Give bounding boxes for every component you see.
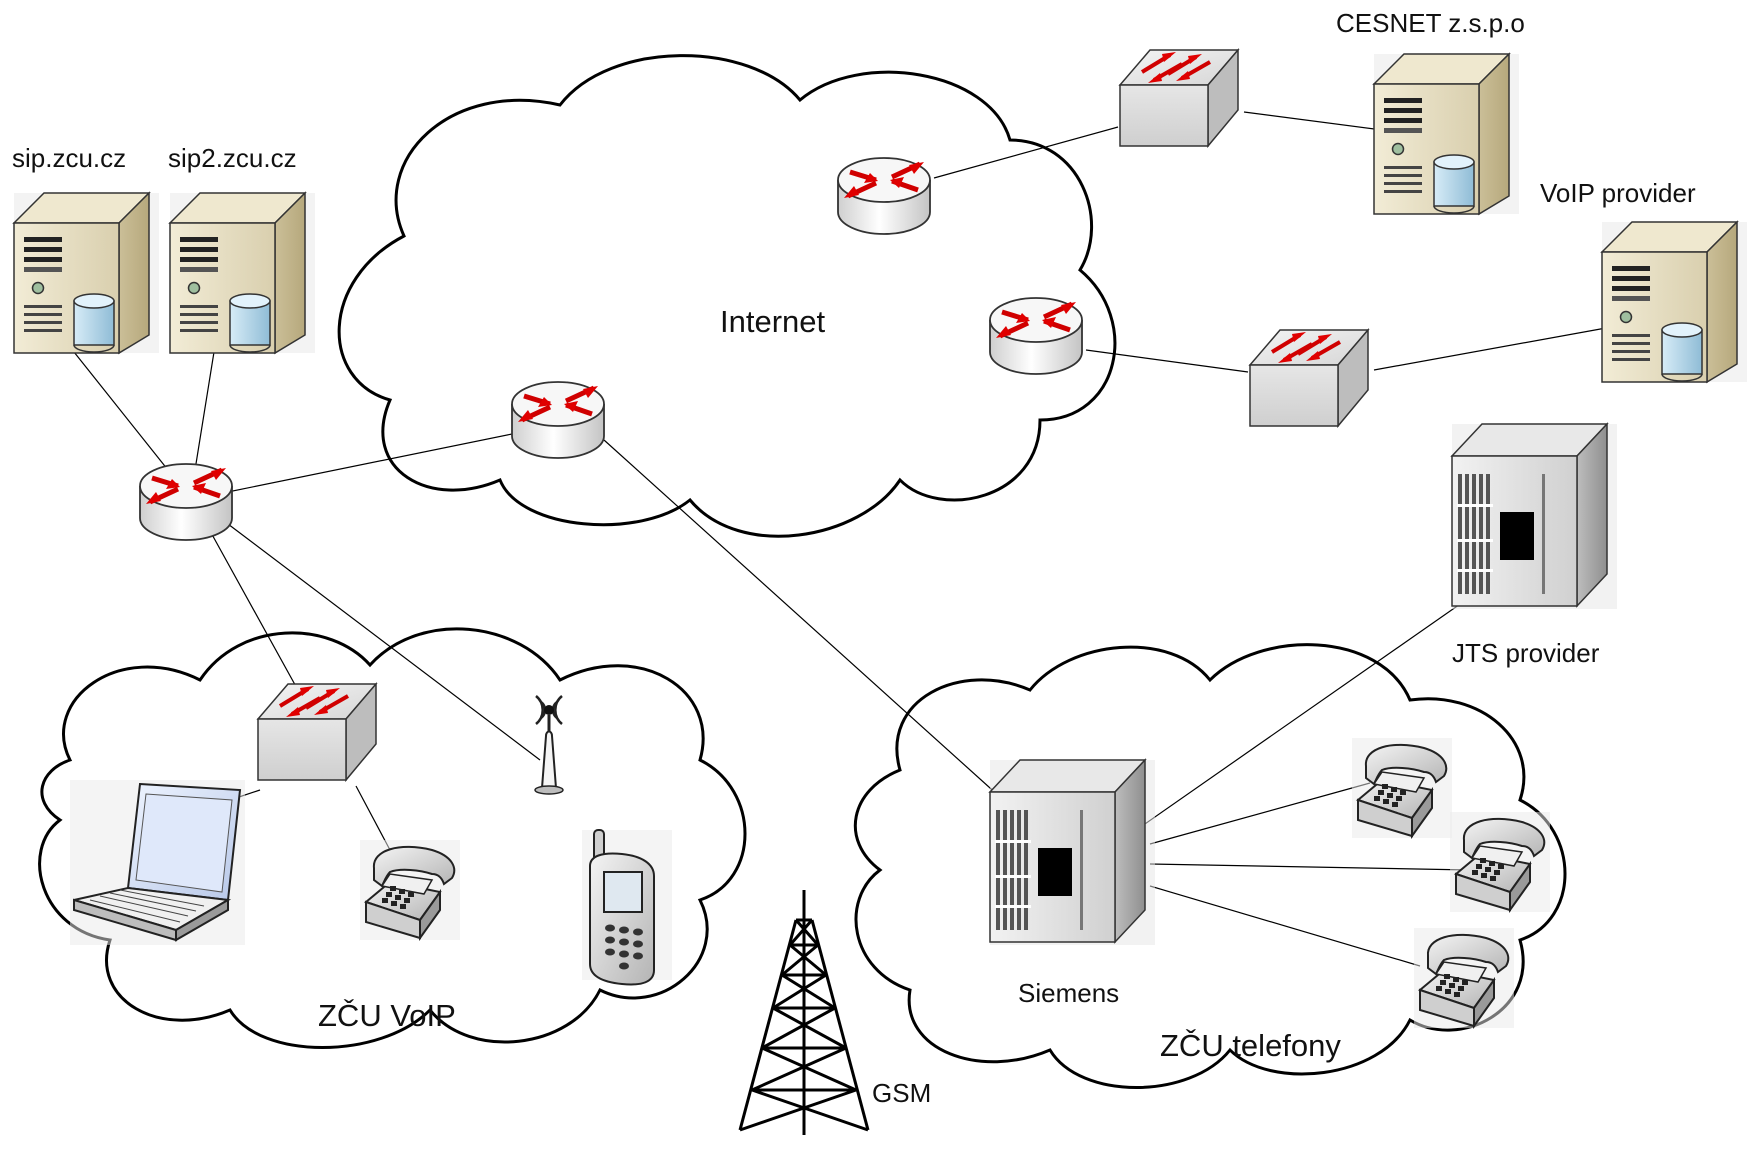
switch-icon-zcu-voip[interactable]	[256, 682, 378, 782]
cloud-icon-internet	[337, 54, 1117, 538]
label-sip-server: sip.zcu.cz	[12, 143, 127, 173]
wifi-antenna-icon[interactable]	[534, 695, 564, 795]
server-icon-sip[interactable]	[13, 192, 160, 354]
label-gsm: GSM	[872, 1078, 932, 1108]
switch-icon-cesnet[interactable]	[1118, 48, 1240, 148]
router-icon-internet-2[interactable]	[990, 298, 1082, 374]
label-voip-provider: VoIP provider	[1540, 178, 1696, 208]
server-icon-voip-provider[interactable]	[1601, 221, 1748, 383]
pbx-icon-siemens[interactable]	[989, 759, 1156, 946]
network-links	[73, 111, 1607, 967]
gsm-tower-icon[interactable]	[738, 890, 870, 1135]
desk-phone-icon-1[interactable]	[1351, 737, 1453, 839]
label-siemens: Siemens	[1018, 978, 1120, 1008]
label-sip2-server: sip2.zcu.cz	[168, 143, 297, 173]
desk-phone-icon-3[interactable]	[1413, 927, 1515, 1029]
router-icon-zcu[interactable]	[140, 464, 232, 540]
desk-phone-icon-2[interactable]	[1449, 811, 1551, 913]
laptop-icon[interactable]	[70, 780, 245, 945]
mobile-phone-icon[interactable]	[582, 829, 672, 986]
pbx-icon-jts[interactable]	[1451, 423, 1618, 610]
server-icon-cesnet[interactable]	[1373, 53, 1520, 215]
label-internet: Internet	[720, 304, 826, 339]
label-cesnet: CESNET z.s.p.o	[1336, 8, 1525, 38]
router-icon-internet-3[interactable]	[512, 382, 604, 458]
label-jts-provider: JTS provider	[1452, 638, 1600, 668]
desk-phone-icon-voip[interactable]	[359, 839, 461, 941]
label-zcu-voip: ZČU VoIP	[318, 998, 456, 1033]
switch-icon-voip-provider[interactable]	[1248, 328, 1370, 428]
router-icon-internet-1[interactable]	[838, 158, 930, 234]
label-zcu-telefony: ZČU telefony	[1160, 1028, 1341, 1063]
server-icon-sip2[interactable]	[169, 192, 316, 354]
